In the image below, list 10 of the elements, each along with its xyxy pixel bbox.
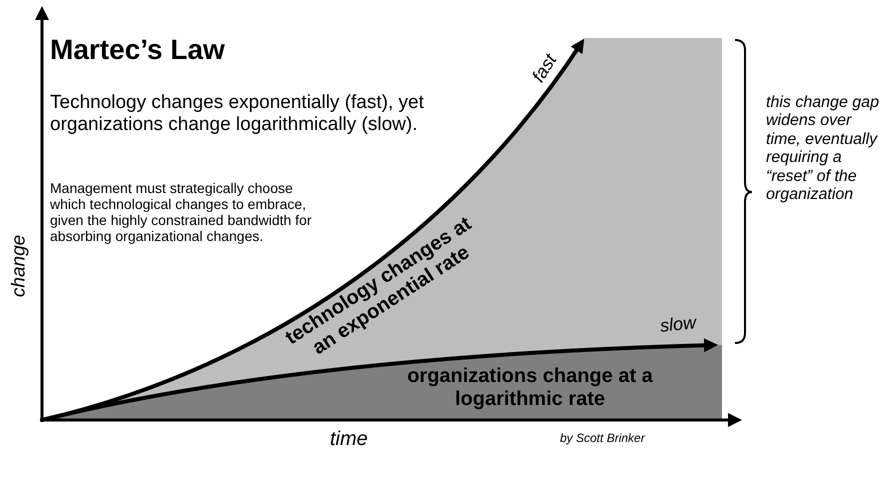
axis-label: change bbox=[8, 234, 30, 298]
title: Martec’s Law bbox=[50, 34, 225, 66]
note-text: Management must strategically choose which technological changes to embrace, given the highly constrained bandwidth for absorbing organizational changes. bbox=[50, 180, 313, 244]
subtitle: Technology changes exponentially (fast), yet organizations change logarithmically (slow). bbox=[50, 92, 425, 136]
credit: by Scott Brinker bbox=[560, 432, 645, 446]
area-label: organizations change at a logarithmic rate bbox=[406, 365, 654, 411]
curve-label: fast bbox=[528, 50, 561, 86]
axis-label: time bbox=[330, 428, 368, 451]
curve-label: slow bbox=[659, 312, 697, 337]
note-text: this change gap widens over time, eventually requiring a “reset” of the organization bbox=[766, 94, 880, 204]
